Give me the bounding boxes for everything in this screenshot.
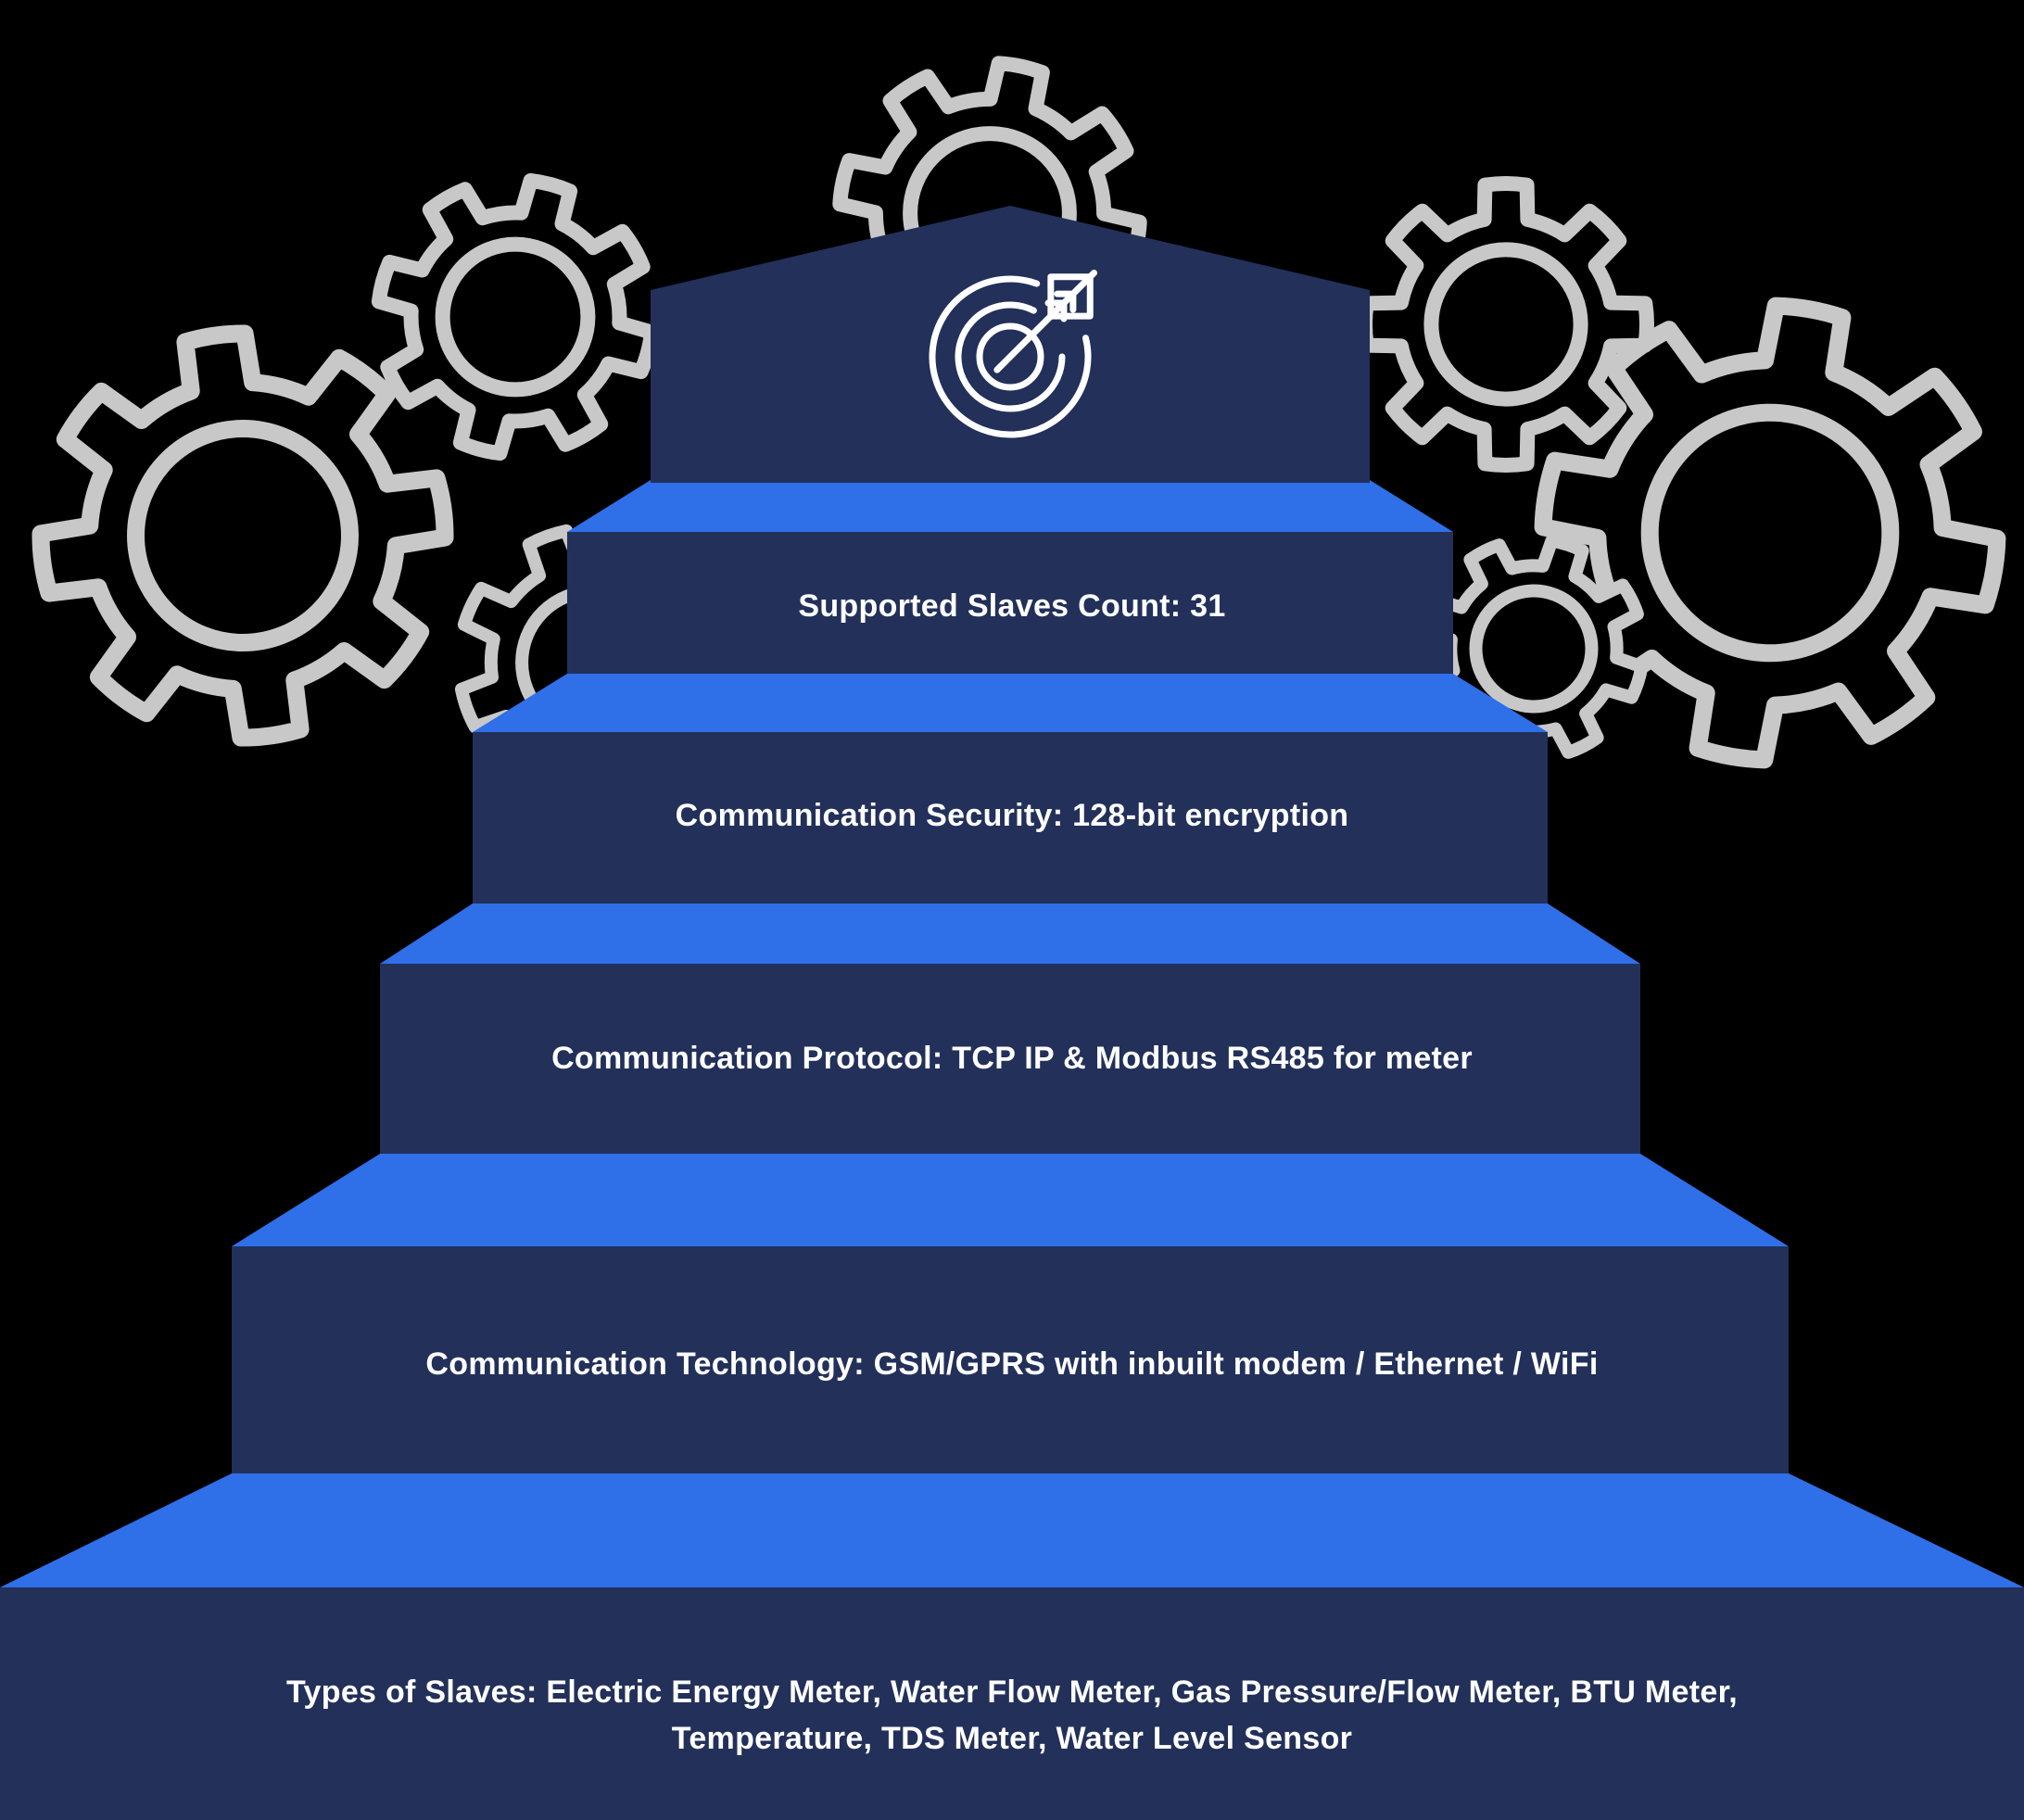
gear-icon	[371, 172, 660, 461]
step-face-3	[380, 964, 1640, 1154]
step-label-5: Types of Slaves: Electric Energy Meter, …	[0, 1669, 2024, 1762]
step-face-1	[567, 532, 1453, 674]
step-label-3: Communication Protocol: TCP IP & Modbus …	[551, 1041, 1473, 1076]
step-label-1: Supported Slaves Count: 31	[798, 588, 1226, 624]
step-label-4: Communication Technology: GSM/GPRS with …	[425, 1346, 1599, 1382]
gear-icon	[1419, 534, 1649, 764]
step-top-2	[473, 674, 1548, 732]
step-top-3	[380, 904, 1640, 964]
step-label-2: Communication Security: 128-bit encrypti…	[675, 798, 1349, 833]
step-top-5	[0, 1473, 2024, 1587]
gear-icon	[1358, 176, 1654, 473]
step-label-5-line-2: Temperature, TDS Meter, Water Level Sens…	[671, 1721, 1353, 1756]
step-top-4	[232, 1154, 1789, 1246]
step-label-5-line-1: Types of Slaves: Electric Energy Meter, …	[286, 1675, 1738, 1710]
header-pentagon	[651, 206, 1370, 483]
step-top-1	[567, 480, 1453, 532]
target-arrow-icon	[929, 269, 1098, 438]
gear-icon	[1534, 297, 2006, 769]
step-face-4	[232, 1246, 1789, 1473]
step-face-2	[473, 732, 1548, 904]
gear-icon	[32, 324, 454, 747]
step-face-5	[0, 1587, 2024, 1820]
